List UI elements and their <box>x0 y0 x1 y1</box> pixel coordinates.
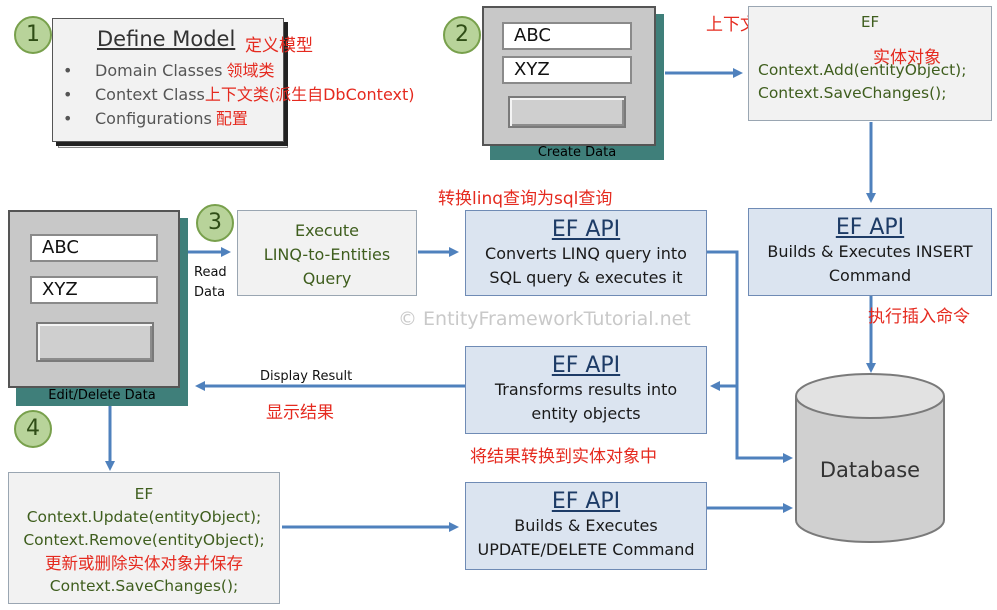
ef-api-insert-line1: Builds & Executes INSERT <box>767 242 973 261</box>
create-submit-button[interactable] <box>508 96 626 128</box>
edit-delete-panel: ABC XYZ <box>8 210 180 388</box>
edit-field-xyz[interactable]: XYZ <box>30 276 158 304</box>
context-update-box: EF Context.Update(entityObject); Context… <box>8 472 280 604</box>
ef-api-convert-box: EF API Converts LINQ query into SQL quer… <box>465 210 707 296</box>
define-model-item-1: •Context Class上下文类(派生自DbContext) <box>63 85 415 104</box>
context-update-ef: EF <box>134 485 154 503</box>
display-result-cn: 显示结果 <box>266 403 334 423</box>
ef-api-update-line1: Builds & Executes <box>514 516 658 535</box>
edit-submit-button[interactable] <box>36 322 154 362</box>
step-1-badge: 1 <box>14 16 52 54</box>
create-field-abc[interactable]: ABC <box>502 22 632 50</box>
ef-api-transform-line2: entity objects <box>531 404 641 423</box>
context-savechanges-line: Context.SaveChanges(); <box>758 84 947 102</box>
create-data-label: Create Data <box>537 145 617 160</box>
ef-api-convert-line1: Converts LINQ query into <box>485 244 687 263</box>
display-result-label: Display Result <box>260 369 353 384</box>
execute-linq-line1: Execute <box>295 221 359 240</box>
context-update-savechanges: Context.SaveChanges(); <box>49 577 239 595</box>
ef-api-transform-box: EF API Transforms results into entity ob… <box>465 346 707 434</box>
ef-api-insert-title: EF API <box>835 215 905 240</box>
step-4-badge: 4 <box>14 410 52 448</box>
step-3-badge: 3 <box>196 204 234 242</box>
ef-api-transform-line1: Transforms results into <box>494 380 678 399</box>
edit-delete-label: Edit/Delete Data <box>48 388 156 403</box>
execute-linq-line3: Query <box>302 269 352 288</box>
context-add-line: Context.Add(entityObject); <box>758 61 967 79</box>
context-add-ef: EF <box>861 13 880 31</box>
create-field-xyz[interactable]: XYZ <box>502 56 632 84</box>
watermark: © EntityFrameworkTutorial.net <box>398 308 691 330</box>
ef-api-update-box: EF API Builds & Executes UPDATE/DELETE C… <box>465 482 707 570</box>
entity-object-note-cn: 实体对象 <box>873 48 941 68</box>
execute-linq-box: Execute LINQ-to-Entities Query <box>237 210 417 296</box>
execute-linq-line2: LINQ-to-Entities <box>263 245 391 264</box>
context-update-line: Context.Update(entityObject); <box>26 508 262 526</box>
ef-api-insert-box: EF API Builds & Executes INSERT Command <box>748 208 992 296</box>
ef-api-convert-line2: SQL query & executes it <box>489 268 683 287</box>
ef-api-update-line2: UPDATE/DELETE Command <box>477 540 695 559</box>
ef-api-insert-line2: Command <box>828 266 912 285</box>
database-label: Database <box>819 458 921 482</box>
define-model-title: Define Model <box>97 27 236 51</box>
convert-note-cn: 转换linq查询为sql查询 <box>438 189 613 209</box>
transform-note-cn: 将结果转换到实体对象中 <box>470 447 657 467</box>
arrow-convert-to-db <box>707 250 793 463</box>
read-data-label: Read Data <box>194 265 227 300</box>
create-data-panel: ABC XYZ <box>482 6 656 146</box>
define-model-title-cn: 定义模型 <box>245 36 313 56</box>
step-2-badge: 2 <box>443 16 481 54</box>
context-remove-line: Context.Remove(entityObject); <box>23 531 265 549</box>
update-note-cn: 更新或删除实体对象并保存 <box>45 554 243 573</box>
context-add-box: EF 实体对象 Context.Add(entityObject); Conte… <box>748 6 992 121</box>
ef-api-update-title: EF API <box>551 489 621 514</box>
ef-api-convert-title: EF API <box>551 217 621 242</box>
insert-note-cn: 执行插入命令 <box>868 307 970 327</box>
edit-field-abc[interactable]: ABC <box>30 234 158 262</box>
database-cylinder <box>795 373 945 543</box>
ef-api-transform-title: EF API <box>551 353 621 378</box>
